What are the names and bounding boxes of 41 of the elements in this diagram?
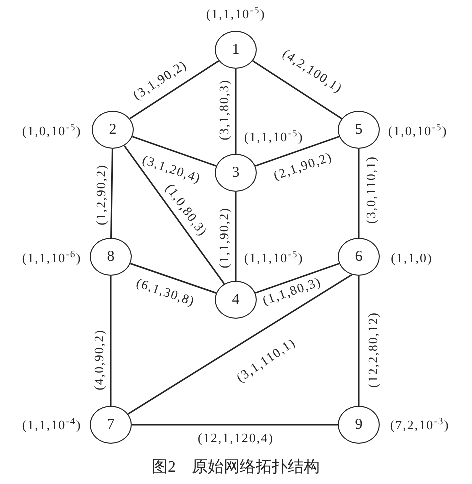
node-annotation: (7,2,10$^{-3}$): [390, 418, 450, 432]
node-circle: 1: [215, 31, 257, 69]
node-circle: 7: [90, 406, 132, 444]
node-circle: 9: [338, 406, 380, 444]
node-annotation: (1,1,0): [391, 252, 433, 264]
node-annotation: (1,1,10$^{-6}$): [22, 252, 82, 264]
connector-line: [130, 60, 220, 120]
connector-line: [110, 276, 112, 406]
connector-line: [124, 145, 226, 285]
edge-label: (12,1,120,4): [198, 432, 274, 444]
node-annotation: (1,0,10$^{-5}$): [388, 124, 448, 138]
connector-line: [235, 69, 237, 154]
edge-label: (12,2,80,12): [366, 312, 380, 388]
connector-line: [128, 274, 352, 415]
node-annotation: (1,1,10$^{-4}$): [22, 418, 82, 432]
node-circle: 6: [338, 238, 380, 276]
edge-label: (1,2,90,2): [94, 164, 108, 226]
edge-label: (3,1,80,3): [218, 80, 230, 140]
node-circle: 5: [338, 111, 380, 149]
node-circle: 2: [92, 111, 134, 149]
node-circle: 3: [215, 154, 257, 192]
connector-line: [358, 149, 360, 238]
figure-caption: 图2 原始网络拓扑结构: [151, 458, 321, 478]
connector-line: [130, 263, 217, 294]
node-circle: 4: [215, 281, 257, 319]
node-annotation: (1,1,10$^{-5}$): [206, 8, 266, 20]
node-annotation: (1,1,10$^{-5}$): [244, 252, 304, 264]
connector-line: [255, 263, 340, 294]
connector-line: [110, 148, 114, 238]
connector-line: [132, 424, 338, 426]
node-annotation: (1,1,10$^{-5}$): [244, 130, 304, 144]
edge-label: (4,0,90,2): [92, 330, 106, 390]
connector-line: [252, 60, 342, 120]
edge-label: (1,1,90,2): [218, 208, 230, 268]
node-annotation: (1,0,10$^{-5}$): [22, 124, 82, 138]
connector-line: [255, 136, 340, 167]
connector-line: [235, 192, 237, 281]
connector-line: [132, 136, 217, 167]
connector-line: [358, 276, 360, 406]
node-circle: 8: [90, 238, 132, 276]
edge-label: (3,0,110,1): [364, 156, 378, 224]
